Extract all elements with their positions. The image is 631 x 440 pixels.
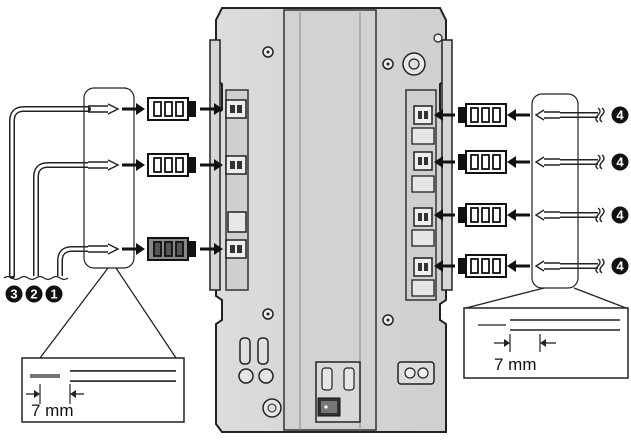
plug-connector-r4	[465, 254, 507, 278]
badge-label: 1	[50, 287, 57, 302]
switch-tab-2	[343, 367, 355, 391]
switch-tab-1	[321, 367, 333, 391]
lower-hole-2	[258, 368, 274, 384]
badge-label: 2	[30, 287, 37, 302]
screw-top-corner	[433, 33, 443, 43]
right-row-2	[434, 150, 605, 174]
badge-label: 4	[616, 259, 624, 274]
right-row-3	[434, 203, 605, 227]
lower-slot-1	[239, 337, 251, 365]
left-terminal-3	[225, 239, 247, 259]
left-detail-callout: 7 mm	[21, 267, 185, 423]
right-terminal-4	[411, 257, 435, 297]
badge-wire-3: 3	[5, 285, 23, 303]
badge-label: 4	[616, 155, 624, 170]
badge-wire-4-row-4: 4	[611, 257, 629, 275]
badge-wire-4-row-3: 4	[611, 206, 629, 224]
left-strip-length: 7 mm	[31, 401, 74, 420]
left-terminal-2	[225, 155, 247, 175]
left-row-2	[88, 153, 223, 177]
badge-wire-2: 2	[25, 285, 43, 303]
right-row-4	[434, 254, 605, 278]
left-connectors	[88, 97, 223, 261]
left-module	[225, 89, 249, 291]
right-rail	[441, 39, 453, 291]
right-terminal-3	[411, 207, 435, 247]
lower-right-plate	[397, 361, 435, 385]
left-terminal-block	[225, 99, 247, 259]
left-wires	[3, 106, 91, 281]
plug-connector-r3	[465, 203, 507, 227]
badge-wire-1: 1	[45, 285, 63, 303]
badge-label: 4	[616, 208, 624, 223]
right-strip-length: 7 mm	[494, 355, 537, 374]
left-detail-box	[21, 357, 185, 423]
right-strip-region	[531, 93, 579, 289]
right-terminal-2	[411, 151, 435, 193]
right-row-1	[434, 103, 605, 127]
left-strip-region	[83, 87, 135, 269]
right-connectors	[434, 103, 605, 278]
badge-label: 3	[10, 287, 17, 302]
plug-connector-r1	[465, 103, 507, 127]
plug-connector-r2	[465, 150, 507, 174]
left-row-3	[88, 237, 223, 261]
badge-label: 4	[616, 108, 624, 123]
badge-wire-4-row-2: 4	[611, 153, 629, 171]
lower-hole-1	[238, 368, 254, 384]
right-terminal-1	[411, 105, 435, 145]
left-terminal-1	[225, 99, 247, 119]
center-column	[283, 9, 377, 431]
left-terminal-empty	[227, 211, 247, 233]
right-detail-callout: 7 mm	[463, 287, 629, 379]
badge-wire-4-row-1: 4	[611, 106, 629, 124]
left-row-1	[88, 97, 223, 121]
right-terminal-block	[411, 105, 435, 297]
lower-slot-2	[257, 337, 269, 365]
